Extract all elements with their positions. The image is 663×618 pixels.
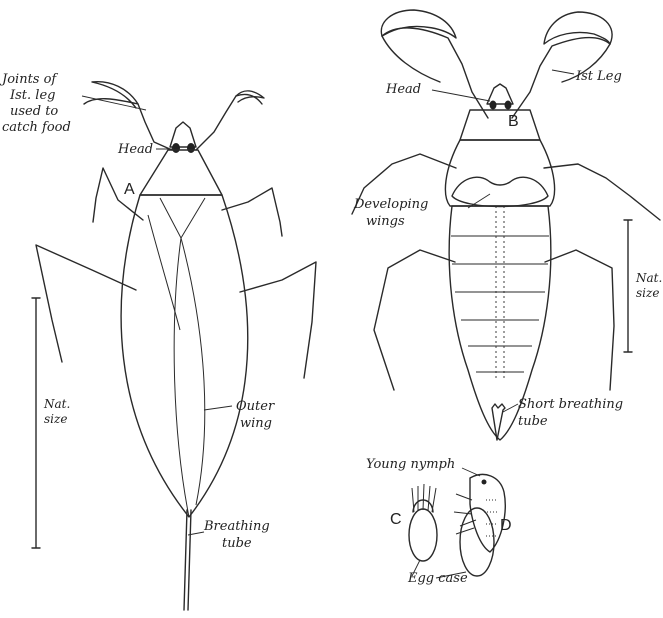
egg-d-case [460,508,494,576]
adult-wing-line-a [174,238,189,517]
label-joints-line4: catch food [2,120,71,135]
adult-right-middle-leg [222,188,282,236]
label-short-tube-line1: Short breathing [518,397,623,412]
nymph-eye-left [490,101,497,110]
label-outer-wing-line2: wing [240,416,272,431]
nymph-pronotum [460,110,540,140]
nymph-nat-size-bar [624,220,632,352]
label-adult-size: size [44,412,67,426]
nymph-left-front-leg [382,28,488,118]
label-adult-nat: Nat. [43,397,70,411]
label-nymph-nat: Nat. [635,271,662,285]
label-young-nymph: Young nymph [366,457,455,472]
egg-case-drawings: C D Young nymph Egg case [366,457,512,586]
adult-wing-line-c [148,215,180,330]
adult-right-front-claw [236,91,264,102]
label-adult-head: Head [117,142,153,157]
nymph-right-middle-leg [544,164,660,220]
label-nymph-head: Head [385,82,421,97]
water-scorpion-nymph-drawing: B Head Ist Leg Developing wings Nat. siz… [352,10,662,440]
nymph-wing-pads [452,177,548,206]
adult-water-scorpion-drawing: A Joints of Ist. leg used to catch food … [0,72,316,610]
label-d: D [500,517,512,534]
label-breathing-tube-line1: Breathing [203,519,270,534]
label-joints-line2: Ist. leg [9,88,55,103]
adult-left-front-claw [92,82,138,108]
label-first-leg: Ist Leg [575,69,622,84]
egg-c-body [409,509,437,561]
label-nymph-size: size [636,286,659,300]
nymph-left-hind-leg [374,250,455,390]
adult-scutellum [160,198,205,238]
nymph-eye-right [505,101,512,110]
egg-d-nymph-body [470,474,505,552]
adult-nat-size-bar [32,298,40,548]
label-developing-wings-line1: Developing [353,197,428,212]
egg-d-nymph-eye [482,480,487,485]
label-egg-case: Egg case [407,571,468,586]
adult-breathing-tube [184,510,191,610]
nymph-short-tube [492,404,505,440]
adult-wing-line-b [181,238,205,505]
label-joints-line1: Joints of [0,72,58,87]
label-short-tube-line2: tube [518,414,548,429]
egg-d-stipple [484,500,498,536]
label-developing-wings-line2: wings [366,214,405,229]
label-outer-wing-line1: Outer [236,399,275,414]
nymph-thorax [445,140,554,206]
nymph-right-hind-leg [545,250,614,390]
nymph-first-leg-leader [552,70,574,74]
adult-left-middle-leg [93,168,143,222]
egg-d-nymph-legs [454,494,476,534]
label-c: C [390,511,402,528]
label-joints-line3: used to [10,104,58,119]
label-breathing-tube-line2: tube [222,536,252,551]
nymph-left-front-tarsus [382,36,440,82]
adult-eye-right [187,143,195,153]
young-nymph-leader [462,468,480,476]
nymph-left-front-claw [381,10,456,38]
nymph-head-leader [432,90,490,101]
label-a: A [124,181,135,198]
adult-right-hind-leg [240,262,316,378]
label-b: B [508,113,519,130]
adult-right-front-leg [196,94,262,150]
adult-outer-wing-leader [204,406,232,410]
adult-body-outline [121,195,248,517]
adult-eye-left [172,143,180,153]
